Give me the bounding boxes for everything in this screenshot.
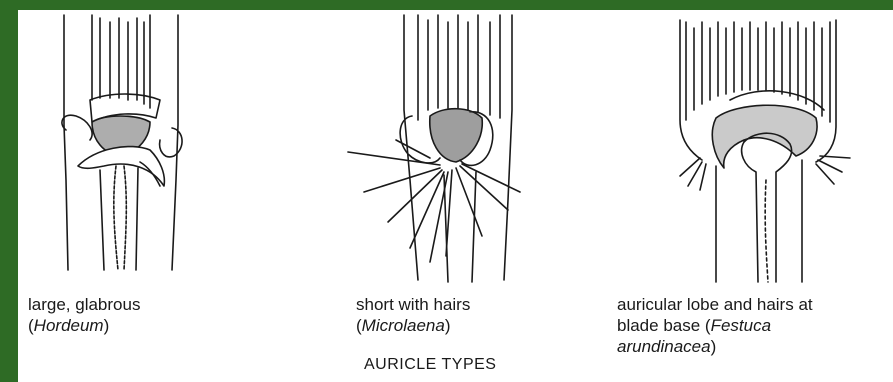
figure-title: AURICLE TYPES: [364, 356, 496, 374]
species-arundinacea: arundinacea: [617, 337, 711, 356]
hordeum-auricle-drawing: [62, 15, 182, 270]
festuca-auricle-drawing: [680, 20, 850, 282]
genus-hordeum: Hordeum: [34, 316, 104, 335]
caption-microlaena: short with hairs (Microlaena): [356, 294, 470, 336]
caption-festuca-line2: blade base (Festuca: [617, 315, 813, 336]
caption-hordeum: large, glabrous (Hordeum): [28, 294, 140, 336]
microlaena-auricle-drawing: [348, 15, 520, 282]
caption-hordeum-line1: large, glabrous: [28, 294, 140, 315]
caption-hordeum-line2: (Hordeum): [28, 315, 140, 336]
genus-festuca: Festuca: [711, 316, 771, 335]
caption-microlaena-line2: (Microlaena): [356, 315, 470, 336]
genus-microlaena: Microlaena: [362, 316, 445, 335]
caption-festuca-line3: arundinacea): [617, 336, 813, 357]
caption-microlaena-line1: short with hairs: [356, 294, 470, 315]
caption-festuca-line1: auricular lobe and hairs at: [617, 294, 813, 315]
caption-festuca: auricular lobe and hairs at blade base (…: [617, 294, 813, 357]
